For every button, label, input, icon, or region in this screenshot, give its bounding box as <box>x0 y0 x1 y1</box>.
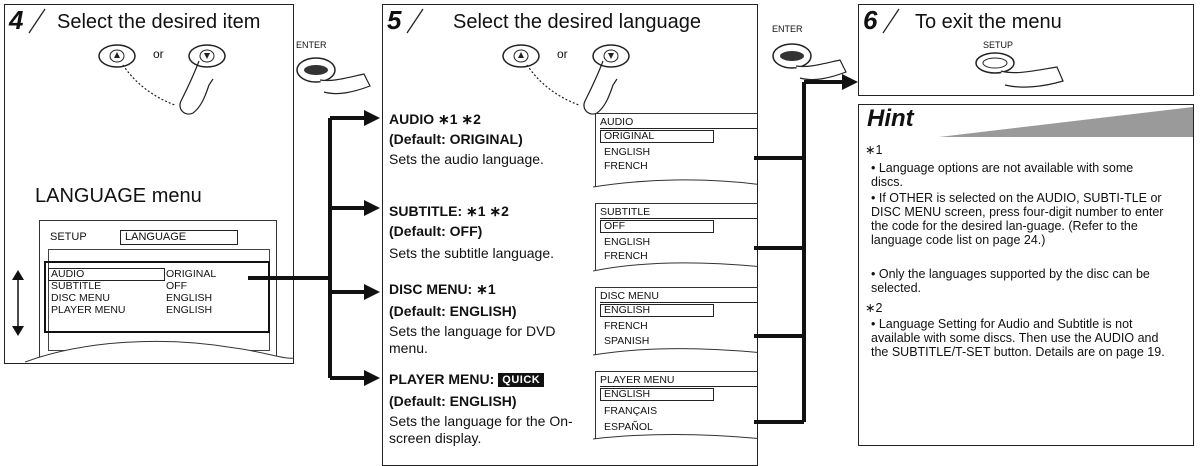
subtitle-section-default: (Default: OFF) <box>389 223 482 239</box>
language-menu-title: LANGUAGE menu <box>35 185 202 208</box>
disc-menu-section-heading: DISC MENU: ∗1 <box>389 281 496 298</box>
step5-title: Select the desired language <box>453 11 701 34</box>
subtitle-section-desc: Sets the subtitle language. <box>389 245 609 261</box>
up-down-arrow-icon <box>9 270 27 336</box>
menu-row-disc-menu-value: ENGLISH <box>166 292 212 304</box>
step4-number: 4 <box>9 7 23 33</box>
hint-bullet: • Language options are not available wit… <box>871 161 1161 189</box>
setup-button-icon <box>973 51 1073 93</box>
up-button-icon <box>99 45 135 67</box>
language-tab: LANGUAGE <box>120 230 238 245</box>
step6-slash <box>881 7 901 35</box>
audio-section-default: (Default: ORIGINAL) <box>389 131 523 147</box>
player-menu-section-heading: PLAYER MENU: <box>389 371 494 387</box>
disc-menu-section-desc: Sets the language for DVD menu. <box>389 323 585 357</box>
step5-slash <box>405 7 425 35</box>
setup-label: SETUP <box>983 40 1013 50</box>
hint-bullet: • Language Setting for Audio and Subtitl… <box>871 317 1171 359</box>
disc-menu-section-default: (Default: ENGLISH) <box>389 303 517 319</box>
step5-panel: 5 Select the desired language or AUDIO ∗… <box>382 4 758 466</box>
step4-title: Select the desired item <box>57 11 260 34</box>
hint-header-bar: Hint <box>859 105 1193 139</box>
player-menu-section-heading-row: PLAYER MENU: QUICK <box>389 371 544 389</box>
step6-panel: 6 To exit the menu SETUP <box>858 4 1194 96</box>
menu-row-subtitle-value: OFF <box>166 280 187 292</box>
step4-slash <box>27 7 47 35</box>
menu-row-subtitle[interactable]: SUBTITLE <box>51 280 101 292</box>
step4-to-step5-arrows <box>248 0 388 452</box>
step6-number: 6 <box>863 7 877 33</box>
step5-or: or <box>557 47 568 61</box>
hint-bullet: • If OTHER is selected on the AUDIO, SUB… <box>871 191 1171 247</box>
subtitle-section-heading: SUBTITLE: ∗1 ∗2 <box>389 203 509 220</box>
hint-note1: ∗1 <box>865 143 882 157</box>
menu-row-audio[interactable]: AUDIO <box>51 268 84 280</box>
step6-title: To exit the menu <box>915 11 1062 34</box>
menu-row-disc-menu[interactable]: DISC MENU <box>51 292 110 304</box>
setup-tab: SETUP <box>50 231 87 243</box>
menu-row-audio-value: ORIGINAL <box>166 268 216 280</box>
step5-number: 5 <box>387 7 401 33</box>
down-button-icon <box>593 45 629 67</box>
down-button-icon <box>189 45 225 67</box>
audio-section-desc: Sets the audio language. <box>389 151 579 167</box>
hint-title: Hint <box>867 105 914 133</box>
snippet-torn-edges <box>593 105 758 445</box>
player-menu-section-desc: Sets the language for the On-screen disp… <box>389 413 585 447</box>
audio-section-heading: AUDIO ∗1 ∗2 <box>389 111 481 128</box>
menu-row-player-menu[interactable]: PLAYER MENU <box>51 304 126 316</box>
hint-panel: Hint ∗1 • Language options are not avail… <box>858 104 1194 446</box>
hint-note2: ∗2 <box>865 301 882 315</box>
step5-to-step6-arrows <box>754 0 864 452</box>
hand-icon <box>1001 67 1063 87</box>
quick-badge: QUICK <box>498 373 544 387</box>
hint-bullet: • Only the languages supported by the di… <box>871 267 1161 295</box>
player-menu-section-default: (Default: ENGLISH) <box>389 393 517 409</box>
step4-or: or <box>153 47 164 61</box>
hand-icon <box>123 61 213 114</box>
step4-remote-illustration <box>95 39 235 119</box>
up-button-icon <box>503 45 539 67</box>
menu-row-player-menu-value: ENGLISH <box>166 304 212 316</box>
